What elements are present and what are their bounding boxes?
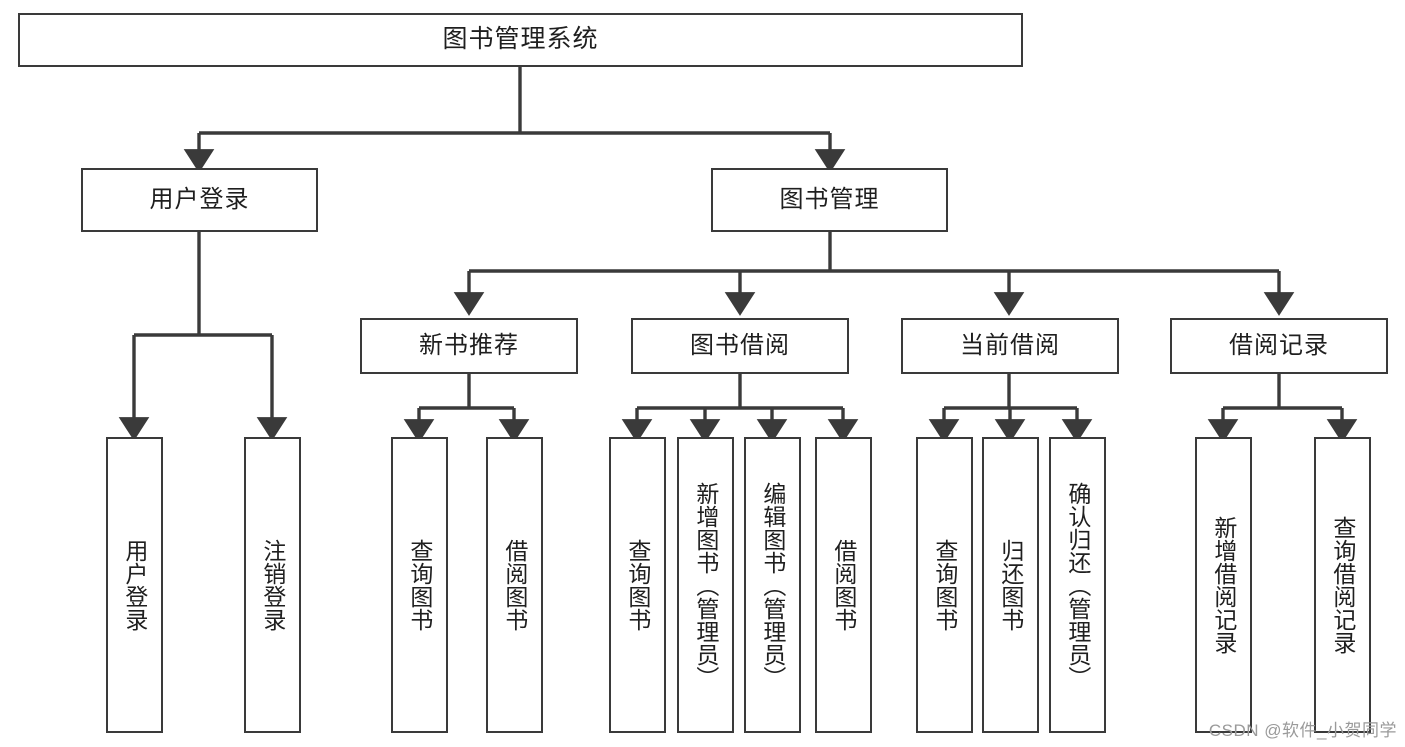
node-label: 查询图书 <box>931 539 958 631</box>
node-new-book-recommend[interactable]: 新书推荐 <box>360 318 578 374</box>
node-label: 新增借阅记录 <box>1210 516 1237 654</box>
node-label: 新增图书（管理员） <box>692 481 719 689</box>
node-label: 查询图书 <box>406 539 433 631</box>
node-book-management[interactable]: 图书管理 <box>711 168 948 232</box>
node-label: 用户登录 <box>149 185 250 213</box>
node-label: 借阅图书 <box>830 539 857 631</box>
node-borrow-record[interactable]: 借阅记录 <box>1170 318 1388 374</box>
node-label: 确认归还（管理员） <box>1064 481 1091 689</box>
node-leaf-add-book-admin[interactable]: 新增图书（管理员） <box>677 437 734 733</box>
node-user-login[interactable]: 用户登录 <box>81 168 318 232</box>
node-current-borrow[interactable]: 当前借阅 <box>901 318 1119 374</box>
node-label: 借阅记录 <box>1229 331 1329 359</box>
node-label: 编辑图书（管理员） <box>759 481 786 689</box>
node-book-borrow[interactable]: 图书借阅 <box>631 318 849 374</box>
node-leaf-return-book[interactable]: 归还图书 <box>982 437 1039 733</box>
node-root-book-management-system[interactable]: 图书管理系统 <box>18 13 1023 67</box>
node-leaf-user-login[interactable]: 用户登录 <box>106 437 163 733</box>
node-label: 图书管理 <box>779 185 880 213</box>
node-label: 归还图书 <box>997 539 1024 631</box>
node-leaf-logout[interactable]: 注销登录 <box>244 437 301 733</box>
node-label: 查询借阅记录 <box>1329 516 1356 654</box>
node-leaf-query-book-borrow[interactable]: 查询图书 <box>609 437 666 733</box>
node-leaf-borrow-book-recommend[interactable]: 借阅图书 <box>486 437 543 733</box>
node-label: 新书推荐 <box>419 331 519 359</box>
node-label: 图书借阅 <box>690 331 790 359</box>
node-leaf-query-book-current[interactable]: 查询图书 <box>916 437 973 733</box>
node-label: 查询图书 <box>624 539 651 631</box>
node-leaf-add-borrow-record[interactable]: 新增借阅记录 <box>1195 437 1252 733</box>
node-leaf-confirm-return-admin[interactable]: 确认归还（管理员） <box>1049 437 1106 733</box>
node-label: 借阅图书 <box>501 539 528 631</box>
watermark-text: CSDN @软件_小贺同学 <box>1208 721 1397 740</box>
node-label: 当前借阅 <box>960 331 1060 359</box>
node-leaf-query-book-recommend[interactable]: 查询图书 <box>391 437 448 733</box>
node-label: 用户登录 <box>121 539 148 631</box>
node-leaf-edit-book-admin[interactable]: 编辑图书（管理员） <box>744 437 801 733</box>
node-label: 注销登录 <box>259 539 286 631</box>
node-leaf-borrow-book[interactable]: 借阅图书 <box>815 437 872 733</box>
node-label: 图书管理系统 <box>442 25 599 54</box>
node-leaf-query-borrow-record[interactable]: 查询借阅记录 <box>1314 437 1371 733</box>
